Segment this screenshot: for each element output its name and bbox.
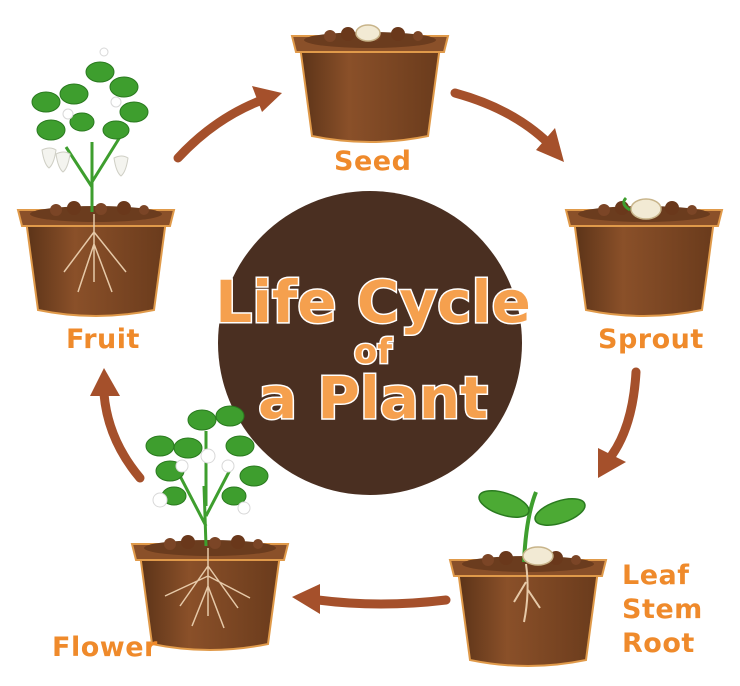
title-line-2: of [354,332,393,372]
sprouting-seed-icon [630,198,662,220]
flower-pot [131,405,289,651]
title-circle [218,191,522,495]
seedling-leaf-left-icon [478,490,530,518]
seedling-pot [449,490,607,667]
seed-icon [355,24,381,42]
arrow-seed-to-sprout [450,88,550,145]
arrow-fruit-to-seed [173,95,267,163]
arrow-head-seed-to-sprout [536,128,564,162]
title-line-1: Life Cycle [215,268,531,336]
arrow-head-sprout-to-leaf [598,448,626,478]
arrow-leaf-to-flower [313,595,451,609]
seed-pot [291,24,449,143]
flower-roots-icon [164,548,251,629]
arrow-head-fruit-to-seed [252,86,282,112]
label-leaf: Leaf [622,560,690,591]
flower-stem-icon [178,431,234,547]
sprout-pot [565,196,723,317]
arrow-flower-to-fruit [99,389,145,483]
fruit-leaves-icon [31,61,149,141]
seed-coat-icon [522,546,554,566]
arrow-head-flower-to-fruit [90,368,120,396]
label-root: Root [622,628,695,659]
sprout-shoot-icon [622,196,631,212]
seedling-root-icon [513,563,541,623]
label-sprout: Sprout [598,324,704,355]
label-seed: Seed [334,146,412,177]
fruit-pot [17,47,175,317]
fruit-stem-icon [64,136,122,212]
arrow-head-leaf-to-flower [292,584,320,614]
label-fruit: Fruit [66,324,140,355]
strawberries-icon [41,147,129,177]
flower-leaves-icon [145,405,269,506]
seedling-leaf-right-icon [534,498,586,526]
title-line-3: a Plant [258,364,488,432]
arrow-sprout-to-leaf [607,367,641,460]
label-flower: Flower [52,632,158,663]
label-stem: Stem [622,594,703,625]
fruit-blossoms-icon [62,47,122,120]
fruit-roots-icon [63,214,127,293]
cycle-arrows [90,86,641,614]
flower-blossoms-icon [152,448,251,515]
